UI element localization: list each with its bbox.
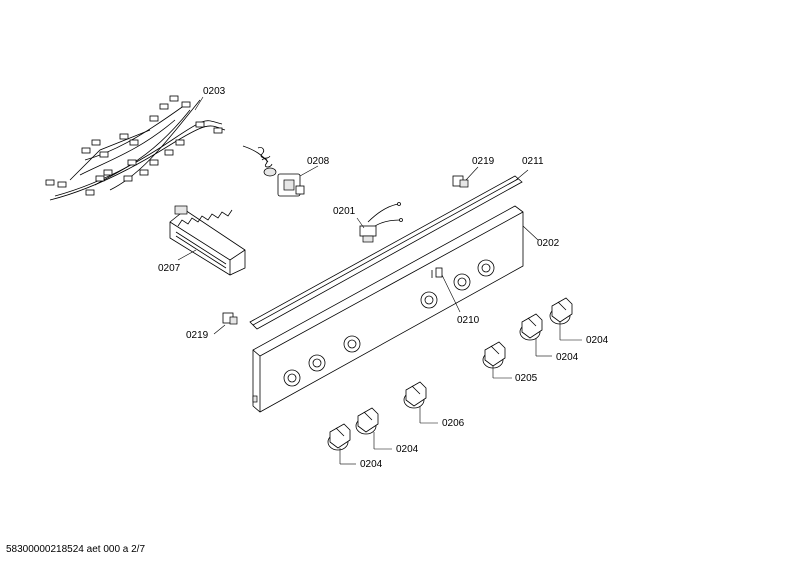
hole-6: [477, 259, 495, 277]
callout-0205: 0205: [515, 373, 538, 384]
wiring-harness: [45, 95, 226, 201]
clip-left: [213, 312, 238, 335]
indicator-lamp: [431, 267, 461, 313]
panel-knob-holes: [283, 259, 495, 387]
callout-0204-lower-mid: 0204: [396, 444, 419, 455]
hole-5: [453, 273, 471, 291]
knob-0206: [403, 381, 438, 424]
thermostat: [242, 145, 319, 197]
control-panel: [252, 205, 539, 413]
clip-top: [452, 166, 479, 188]
callout-0204-top-right: 0204: [586, 335, 609, 346]
terminal-block: [169, 205, 246, 276]
hole-2: [308, 354, 326, 372]
callout-0207: 0207: [158, 263, 181, 274]
callout-0203: 0203: [203, 86, 226, 97]
document-footer: 58300000218524 aet 000 a 2/7: [6, 544, 146, 555]
hole-1: [283, 369, 301, 387]
switch-0201: [356, 202, 403, 243]
knob-0204-mid-right: [519, 313, 552, 357]
callout-0211: 0211: [522, 156, 544, 167]
knob-0204-bottom-left: [327, 423, 356, 465]
knob-0204-top-right: [549, 297, 582, 341]
callout-0219-left: 0219: [186, 330, 209, 341]
hole-4: [420, 291, 438, 309]
hole-3: [343, 335, 361, 353]
callout-0204-mid-right: 0204: [556, 352, 579, 363]
callout-0202: 0202: [537, 238, 560, 249]
knob-0204-lower-mid: [355, 407, 392, 450]
trim-strip: [249, 169, 529, 330]
callout-0208: 0208: [307, 156, 330, 167]
callout-0219-top: 0219: [472, 156, 495, 167]
callout-0204-bottom-left: 0204: [360, 459, 383, 470]
callout-0201: 0201: [333, 206, 356, 217]
knob-0205: [482, 341, 512, 379]
harness-connectors: [45, 95, 223, 196]
callout-0210: 0210: [457, 315, 480, 326]
callout-0206: 0206: [442, 418, 465, 429]
